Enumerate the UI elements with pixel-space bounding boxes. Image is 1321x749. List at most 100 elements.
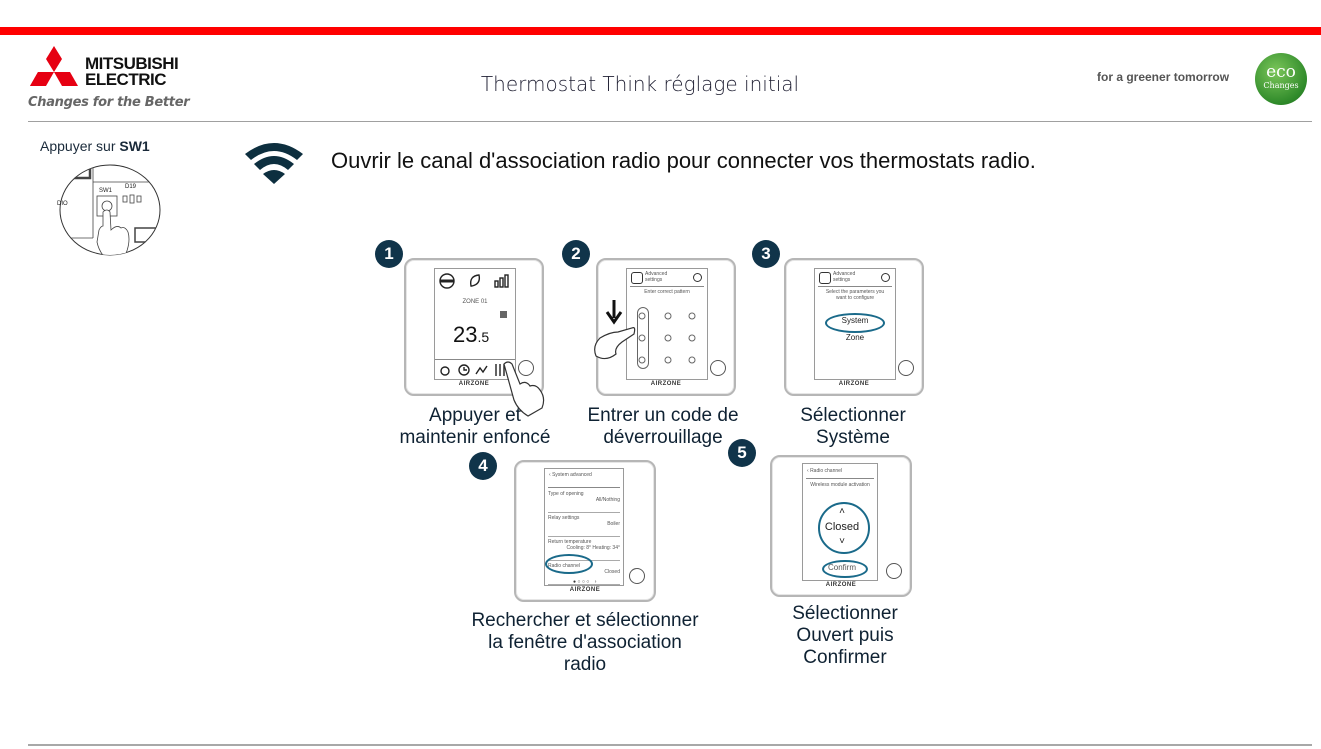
screen-subtitle: Select the parameters you want to config… [825,289,885,301]
airzone-brand: AIRZONE [650,381,682,387]
wifi-icon [245,143,303,184]
power-button-icon[interactable] [629,568,645,584]
step-1-thermostat: ZONE 01 23.5 AIRZONE [404,258,544,396]
screen-title: Advanced settings [833,271,856,283]
wrench-icon [631,272,643,284]
step-1-screen: ZONE 01 23.5 [434,268,516,380]
airzone-brand: AIRZONE [458,381,490,387]
screen-title: ‹ Radio channel [807,468,843,474]
row-value: Closed [604,569,620,575]
dio-board-label: DIO [57,201,68,207]
temperature-decimal: .5 [477,329,490,345]
step-4-caption-line3: radio [563,654,607,675]
footer-divider [28,744,1312,746]
highlight-ring [822,560,868,578]
eco-tagline: for a greener tomorrow [1097,70,1230,84]
step-3-caption-line1: Sélectionner [800,405,906,426]
step-5-caption-line1: Sélectionner [792,603,898,624]
circuit-board-illustration: SW1 D19 DIO [57,164,161,256]
mitsubishi-logo [30,46,78,86]
eco-changes-logo: eco Changes [1255,53,1307,105]
close-icon[interactable] [693,273,702,282]
brand-tagline: Changes for the Better [28,95,190,110]
step-2-caption-line1: Entrer un code de [587,405,739,426]
status-square-icon [500,311,507,318]
step-2-badge: 2 [562,240,590,268]
screen-subtitle: Wireless module activation [810,482,870,488]
power-button-icon[interactable] [518,360,534,376]
swipe-down-hand-icon [594,300,636,360]
row-label: Type of opening [548,491,584,497]
airzone-brand: AIRZONE [825,582,857,588]
radio-channel-value: Closed [824,521,860,533]
step-4-caption-line1: Rechercher et sélectionner [471,610,699,631]
power-button-icon[interactable] [710,360,726,376]
screen-title-text: Radio channel [810,468,843,474]
step-5-badge: 5 [728,439,756,467]
step-4-caption-line2: la fenêtre d'association [488,632,682,653]
chevron-up-icon[interactable]: ˄ [839,506,845,517]
title-divider [548,487,620,488]
screen-divider [435,359,515,360]
mode-icons [439,273,509,289]
sw1-instruction-prefix: Appuyer sur [40,138,120,154]
value-selector-ring [818,502,870,554]
title-divider [806,478,874,479]
option-zone[interactable]: Zone [845,333,865,342]
confirm-button[interactable]: Confirm [827,563,856,572]
step-3-caption: Sélectionner Système [758,405,948,449]
title-divider [818,286,892,287]
step-3-thermostat: Advanced settings Select the parameters … [784,258,924,396]
step-1-caption-line2: maintenir enfoncé [399,427,551,448]
sw1-instruction: Appuyer sur SW1 [40,138,150,154]
clock-icon [458,364,470,376]
d19-board-label: D19 [125,184,137,190]
step-4-screen: ‹ System advanced Type of opening All/No… [544,468,624,586]
screen-title-text: System advanced [552,472,592,478]
unlock-pattern-grid[interactable] [635,309,701,367]
eco-badge-line2: Changes [1263,81,1299,90]
step-3-caption-line2: Système [816,427,890,448]
step-1-caption: Appuyer et maintenir enfoncé [380,405,570,449]
temperature-readout: 23.5 [453,322,489,348]
page-title: Thermostat Think réglage initial [480,72,800,96]
step-5-caption: Sélectionner Ouvert puis Confirmer [745,603,945,669]
pattern-swipe-path [637,307,649,369]
header-divider [28,121,1312,122]
power-button-icon[interactable] [886,563,902,579]
step-1-badge: 1 [375,240,403,268]
airzone-brand: AIRZONE [569,587,601,593]
highlight-ring [545,554,593,574]
row-label: Return temperature [548,539,592,545]
option-system[interactable]: System [841,316,869,325]
zone-label: ZONE 01 [462,299,488,305]
step-4-thermostat: ‹ System advanced Type of opening All/No… [514,460,656,602]
step-4-badge: 4 [469,452,497,480]
settings-row[interactable]: Type of opening All/Nothing [548,491,620,513]
three-diamonds-icon [30,46,78,86]
chevron-down-icon[interactable]: ˅ [839,536,845,547]
thermometer-icon [440,366,450,376]
wrench-icon [819,272,831,284]
airzone-brand: AIRZONE [838,381,870,387]
step-4-caption: Rechercher et sélectionner la fenêtre d'… [440,610,730,676]
row-value: Cooling: 8° Heating: 34° [566,545,620,551]
graph-icon [475,365,488,375]
step-5-thermostat: ‹ Radio channel Wireless module activati… [770,455,912,597]
step-5-caption-line3: Confirmer [803,647,887,668]
power-button-icon[interactable] [898,360,914,376]
lead-text: Ouvrir le canal d'association radio pour… [331,148,1036,173]
close-icon[interactable] [881,273,890,282]
eco-leaf-icon [469,274,481,287]
settings-row[interactable]: Relay settings Boiler [548,515,620,537]
eco-badge-line1: eco [1266,62,1296,82]
row-value: All/Nothing [595,497,620,503]
sw1-board-label: SW1 [99,188,113,194]
step-3-badge: 3 [752,240,780,268]
highlight-ring [825,313,885,333]
temperature-integer: 23 [453,322,478,347]
step-1-caption-line1: Appuyer et [429,405,521,426]
step-2-screen: Advanced settings Enter correct pattern [626,268,708,380]
row-value: Boiler [607,521,620,527]
screen-title: Advanced settings [645,271,668,283]
